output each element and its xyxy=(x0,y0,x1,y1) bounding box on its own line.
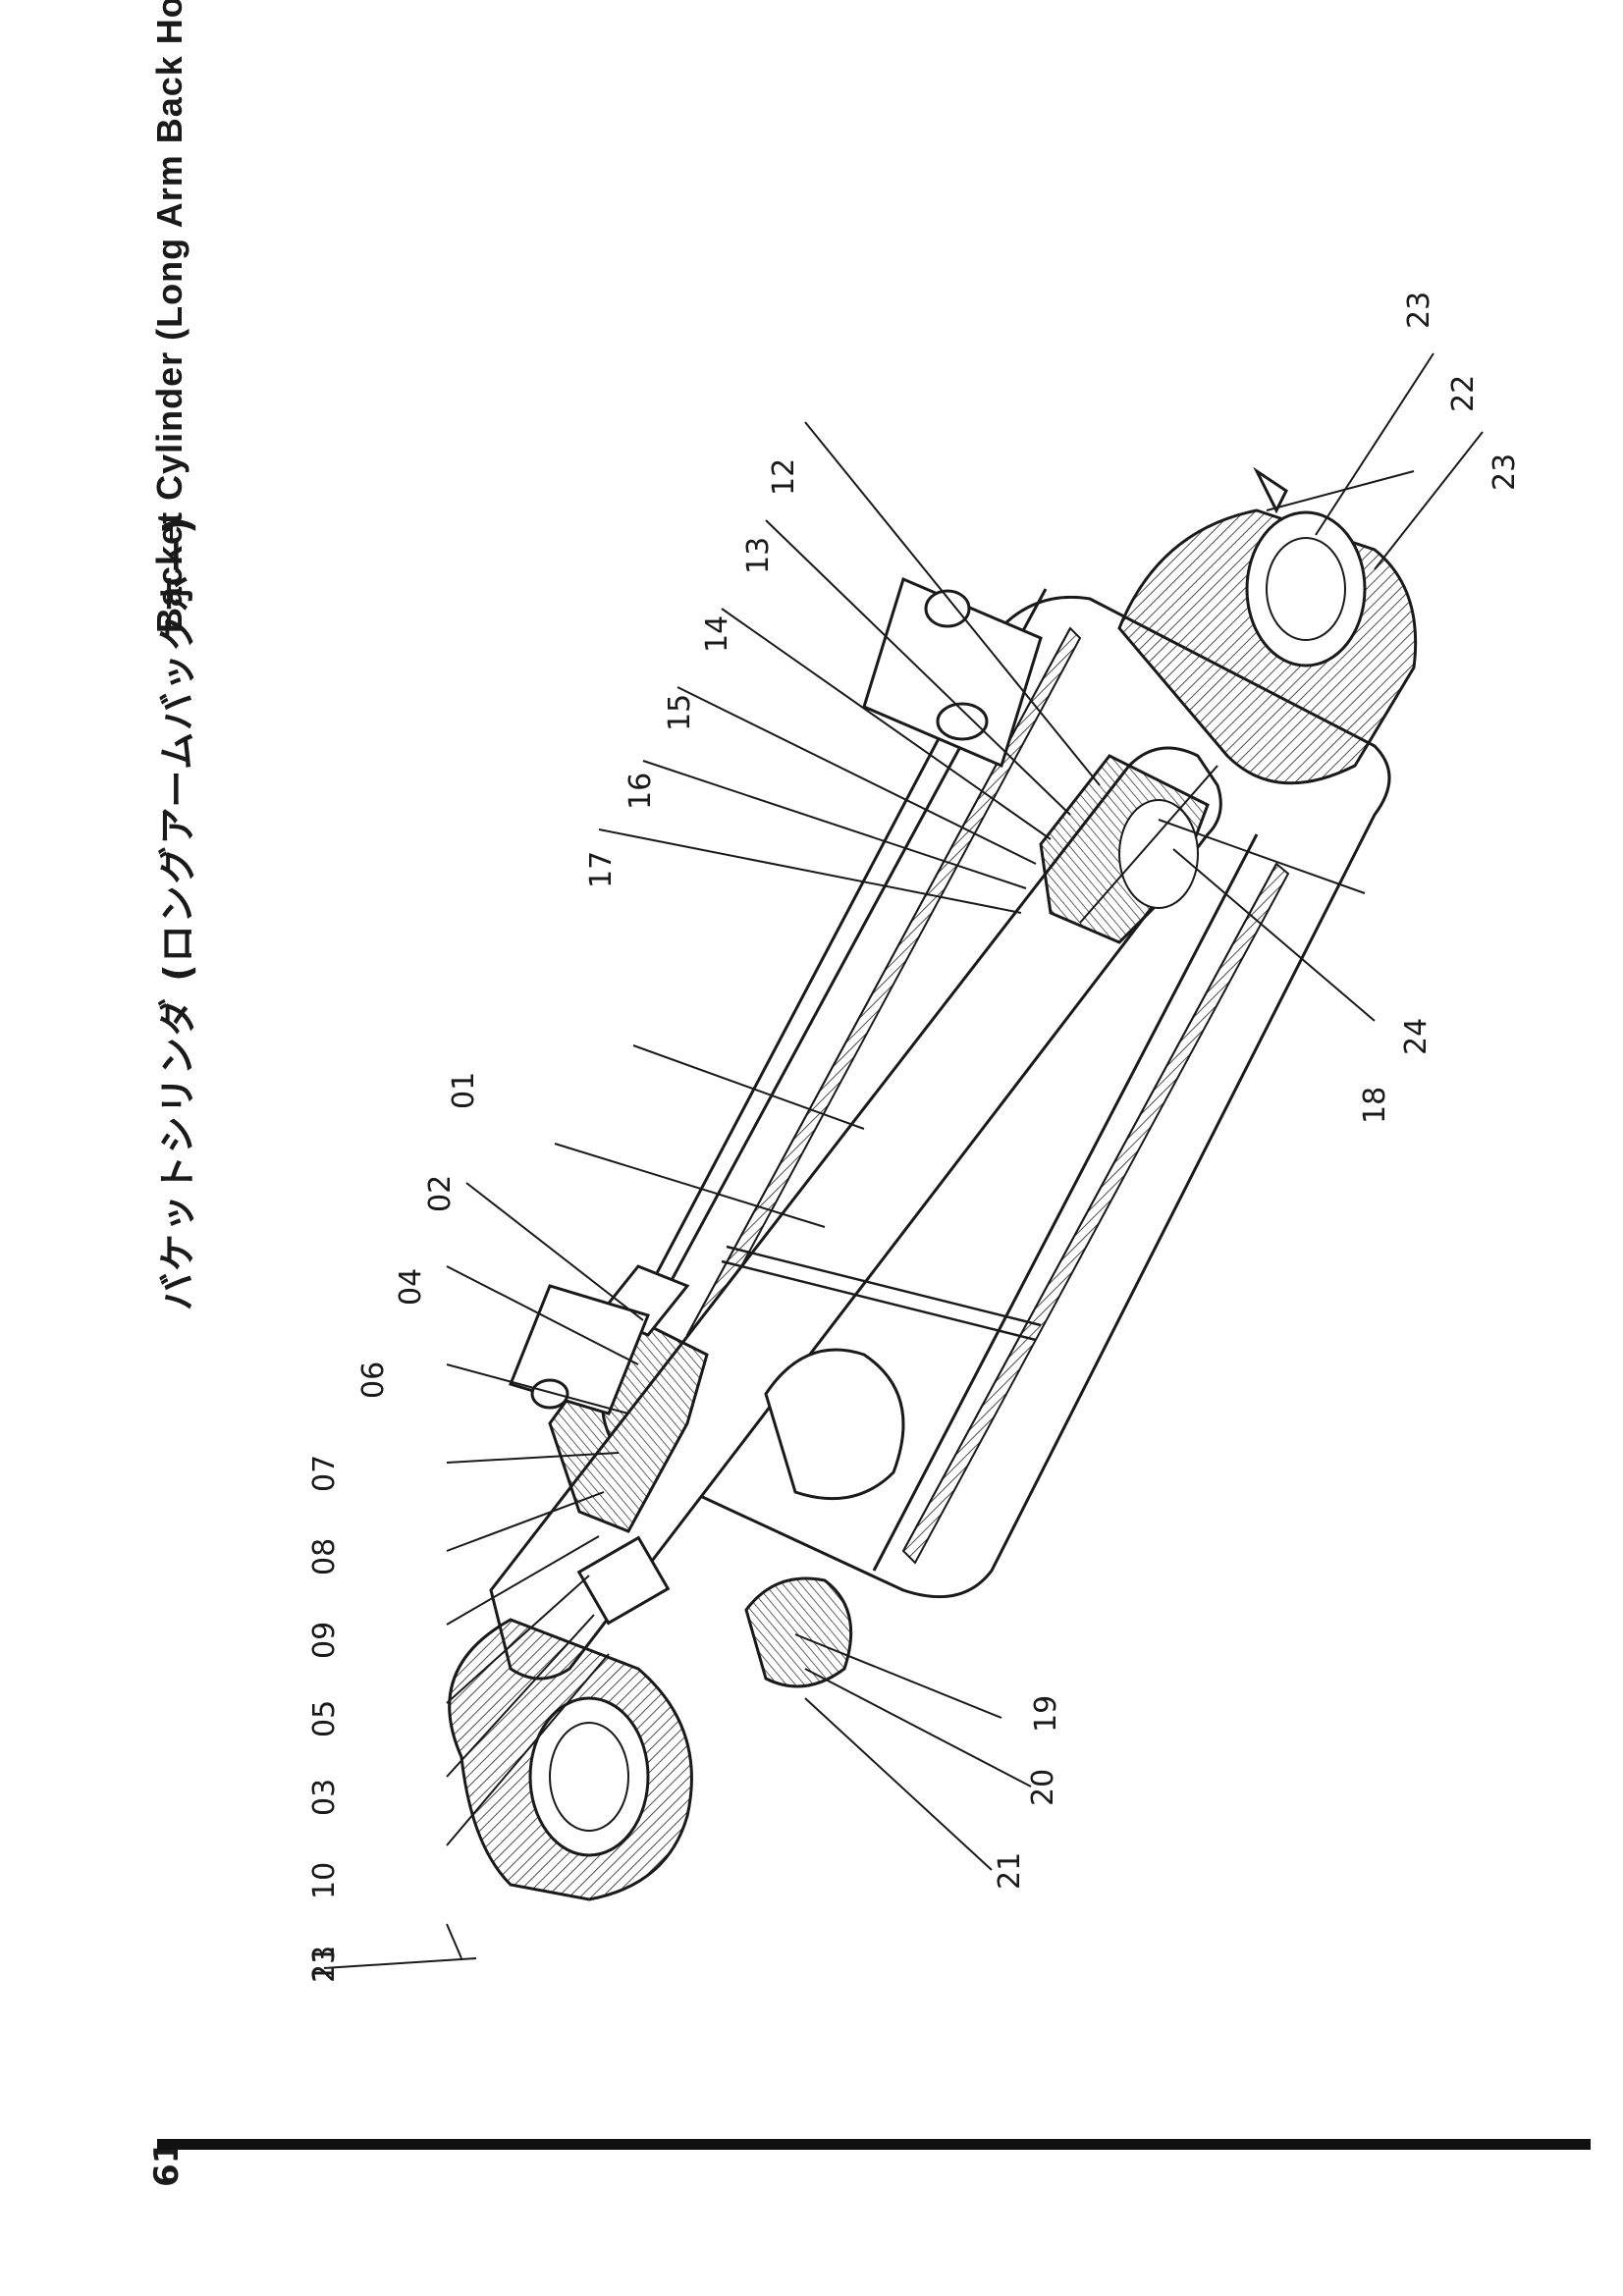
callout-07: 07 xyxy=(307,1455,342,1492)
callout-21: 21 xyxy=(993,1852,1027,1890)
callout-19: 19 xyxy=(1029,1695,1063,1733)
callout-04: 04 xyxy=(394,1268,428,1306)
callout-01: 01 xyxy=(447,1072,481,1109)
callout-10: 10 xyxy=(307,1862,342,1899)
callout-15: 15 xyxy=(663,694,697,731)
callout-06: 06 xyxy=(356,1362,391,1399)
callout-03: 03 xyxy=(307,1779,342,1816)
leader-lines xyxy=(323,352,1484,1969)
callout-labels: 01 02 04 06 07 08 09 05 03 10 11 23 12 1… xyxy=(307,292,1522,1983)
callout-09: 09 xyxy=(307,1622,342,1659)
callout-08: 08 xyxy=(307,1538,342,1575)
callout-23-right: 23 xyxy=(1402,292,1436,329)
callout-12: 12 xyxy=(767,458,801,496)
break-lines xyxy=(721,1245,1042,1342)
mount-boss xyxy=(744,1348,905,1688)
callout-16: 16 xyxy=(623,773,658,810)
callout-20: 20 xyxy=(1026,1769,1060,1806)
callout-17: 17 xyxy=(584,851,619,888)
callout-02: 02 xyxy=(423,1175,458,1212)
callout-23-left: 23 xyxy=(307,1946,342,1983)
port-block xyxy=(862,576,1043,769)
callout-13: 13 xyxy=(741,537,776,574)
callout-22: 22 xyxy=(1446,375,1481,412)
callout-18: 18 xyxy=(1358,1087,1392,1124)
callout-24: 23 xyxy=(1488,454,1522,491)
callout-11: 11 xyxy=(307,1946,342,1983)
rod-end-eye xyxy=(448,1618,693,1901)
port-block-lower xyxy=(508,1284,651,1415)
footer-rule xyxy=(157,2139,1591,2150)
callout-14: 14 xyxy=(700,615,734,653)
callout-25: 24 xyxy=(1399,1018,1434,1055)
cylinder-bottom-eye xyxy=(1117,466,1418,785)
callout-05: 05 xyxy=(307,1700,342,1737)
